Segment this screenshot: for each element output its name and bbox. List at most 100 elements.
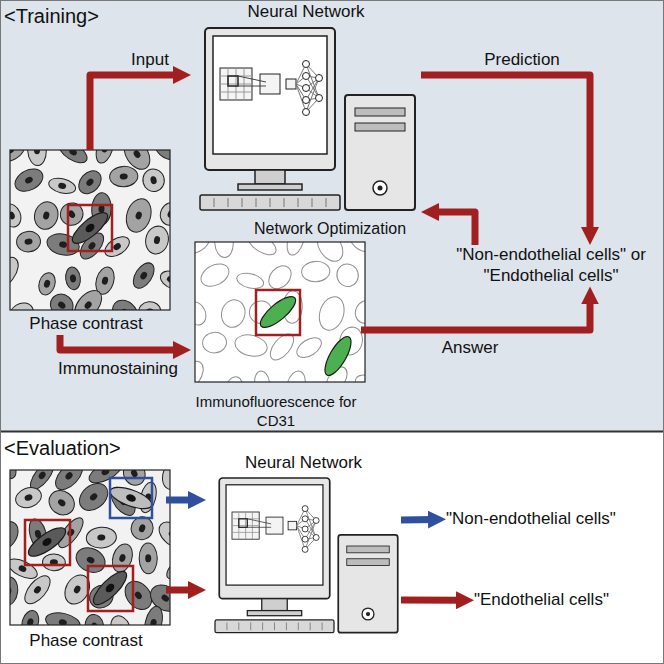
cell-nucleus (100, 470, 110, 476)
cell (214, 242, 234, 258)
prediction-label: "Non-endothelial cells" or "Endothelial … (446, 245, 656, 286)
keyboard-key-line (250, 623, 251, 631)
drive-slot (355, 108, 405, 116)
cell (293, 334, 325, 362)
cell (16, 230, 42, 252)
cell-nucleus (160, 593, 170, 602)
cell-outline (284, 369, 308, 382)
neuron (302, 546, 308, 552)
input-layer (232, 512, 259, 539)
cell-outline (214, 242, 234, 258)
cell (163, 550, 170, 584)
cell-body (60, 571, 95, 609)
cell-nucleus (59, 241, 68, 249)
node-text: Phase contrast (29, 631, 142, 652)
output-label: "Endothelial cells" (474, 590, 609, 611)
cell (352, 372, 365, 382)
image-ground (10, 150, 170, 310)
cell-body (56, 150, 91, 167)
cell-nucleus (150, 618, 158, 625)
selection-box (256, 290, 300, 335)
cell-outline (235, 271, 265, 291)
feature-map (260, 74, 280, 94)
keyboard-key-line (238, 623, 239, 631)
keyboard-key-line (284, 198, 285, 207)
cell-nucleus (42, 211, 50, 220)
cell-body (47, 176, 77, 196)
cell-nucleus (64, 471, 74, 481)
cell-nucleus (83, 300, 93, 310)
cell-outline (334, 262, 360, 289)
cell (19, 608, 41, 625)
cell-nucleus (41, 536, 53, 547)
cell-nucleus (26, 618, 34, 625)
node-text: "Non-endothelial cells" (446, 509, 616, 530)
keyboard-key-line (226, 623, 227, 631)
cell-body (107, 613, 134, 625)
cell (10, 150, 28, 166)
cell (46, 290, 78, 310)
drive-slot (347, 559, 390, 566)
cell (64, 266, 81, 290)
cell-body (68, 208, 112, 249)
feature-map (266, 517, 283, 534)
cell-nucleus (57, 498, 67, 508)
highlighted-cell (68, 208, 112, 249)
cell-outline (195, 242, 213, 258)
cell-body (154, 517, 170, 552)
selection-box (110, 478, 152, 518)
cell (44, 610, 82, 625)
cell-nucleus (112, 242, 122, 251)
grid-line (220, 84, 252, 85)
cell-body (108, 295, 143, 310)
monitor-screen (213, 36, 327, 154)
cell-body (10, 576, 19, 606)
cell-outline (218, 297, 248, 330)
cell-body (10, 470, 20, 482)
keyboard-key-line (298, 623, 299, 631)
image-frame (10, 150, 170, 310)
cell (154, 517, 170, 552)
neuron (303, 85, 310, 92)
neuron (302, 536, 308, 542)
cell (86, 526, 117, 549)
flow-arrow (361, 298, 590, 330)
cell-body (64, 266, 81, 290)
cell (148, 150, 170, 165)
grid-line (220, 92, 252, 93)
cell-body (109, 166, 138, 188)
grid-line (252, 512, 253, 539)
neuron (303, 97, 310, 104)
grid-line (232, 525, 259, 526)
cell-body (11, 164, 47, 195)
monitor-bezel (219, 478, 330, 599)
flow-arrow (166, 587, 194, 594)
cell-nucleus (85, 177, 95, 187)
cell-outline (284, 242, 308, 257)
cell-body (156, 199, 170, 229)
node-text: Neural Network (247, 2, 364, 23)
cell-nucleus (138, 523, 147, 533)
cell-nucleus (24, 176, 34, 185)
cell (10, 253, 24, 294)
cell-nucleus (58, 619, 67, 625)
cell (47, 176, 77, 196)
cell-body (69, 285, 107, 310)
cell (343, 242, 365, 257)
drive-slot (347, 546, 390, 553)
phase-contrast-image (0, 125, 205, 330)
monitor-base (238, 184, 302, 190)
drive-slot (355, 123, 405, 131)
cell-body (10, 201, 24, 230)
cell-nucleus (134, 590, 144, 600)
flow-arrow (60, 335, 179, 350)
panel-title: <Evaluation> (4, 436, 121, 460)
selection-box (25, 520, 70, 565)
cell-outline (301, 261, 330, 283)
cell-body (74, 478, 113, 516)
cell (31, 199, 61, 232)
cell (264, 261, 295, 293)
cell-nucleus (24, 238, 32, 245)
